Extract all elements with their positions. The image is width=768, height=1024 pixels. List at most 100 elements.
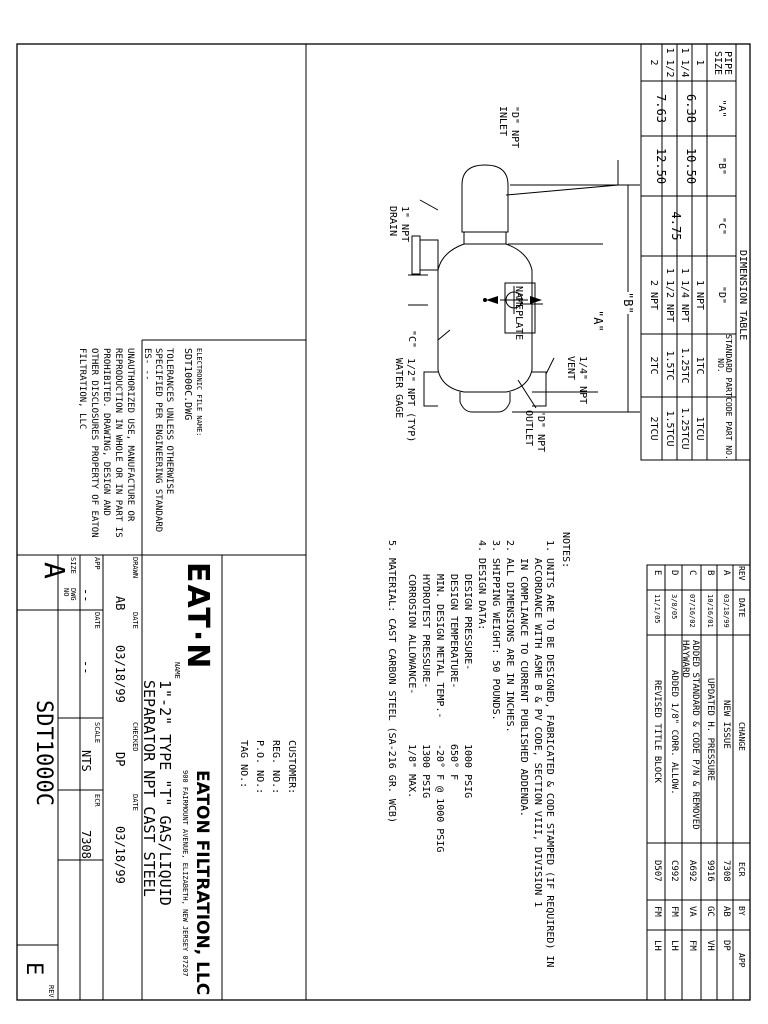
note-2: 2. ALL DIMENSIONS ARE IN INCHES. <box>504 540 515 733</box>
dd-value-5: 1/8" MAX. <box>406 744 417 799</box>
date-label-2: DATE <box>131 794 139 811</box>
rev-b-change: UPDATED H. PRESSURE <box>705 678 715 781</box>
customer-label: CUSTOMER: <box>286 740 297 795</box>
std-row3: 1.5TC <box>664 350 675 381</box>
rev-a-by: AB <box>721 906 731 917</box>
rev-header-ecr: ECR <box>737 862 746 877</box>
rev-c-ecr: A692 <box>687 860 697 882</box>
header-c: "C" <box>716 216 727 236</box>
rev-header-rev: REV <box>737 566 746 581</box>
rev-d-app: LH <box>669 940 679 951</box>
rev-d-by: FM <box>669 906 679 917</box>
rev-e: E <box>652 570 662 576</box>
rev-b: B <box>705 570 715 576</box>
dd-label-5: CORROSION ALLOWANCE- <box>406 574 417 695</box>
file-label: ELECTRONIC FILE NAME: <box>195 348 203 437</box>
dd-label-1: DESIGN PRESSURE- <box>462 574 473 671</box>
rev-c: C <box>687 570 697 576</box>
po-label: P.O. NO.: <box>254 740 265 795</box>
note-1c: IN COMPLIANCE TO CURRENT PUBLISHED ADDEN… <box>518 540 529 817</box>
d-row2: 1 1/4 NPT <box>679 267 690 323</box>
label-inlet: "D" NPT INLET <box>497 106 520 149</box>
tolerance-note: TOLERANCES UNLESS OTHERWISE SPECIFIED PE… <box>142 348 174 533</box>
header-d: "D" <box>716 285 727 305</box>
rev-d-change: ADDED 1/8" CORR. ALLOW. <box>669 670 679 795</box>
b-row1: 10.50 <box>684 147 698 185</box>
std-row2: 1.25TC <box>679 347 690 384</box>
header-pipe-size: PIPE SIZE <box>712 50 733 76</box>
drawing-name-2: SEPARATOR NPT CAST STEEL <box>140 680 158 897</box>
label-outlet: "D" NPT OUTLET <box>523 410 546 453</box>
label-water-gage: 1/2" NPT (TYP) WATER GAGE <box>393 358 416 443</box>
dd-label-3: MIN. DESIGN METAL TEMP.- <box>434 574 445 719</box>
a-row1: 6.38 <box>684 94 698 123</box>
rev-c-by: VA <box>687 906 697 917</box>
proprietary-notice: UNAUTHORIZED USE, MANUFACTURE OR REPRODU… <box>77 348 135 538</box>
rev-a-app: DP <box>721 940 731 951</box>
date-label-1: DATE <box>131 612 139 629</box>
checked-label: CHECKED <box>131 722 139 752</box>
drawing-name-1: 1"-2" TYPE "T" GAS/LIQUID <box>156 680 174 906</box>
rev-a-change: NEW ISSUE <box>721 700 731 749</box>
rev-e-by: FM <box>652 906 662 917</box>
scale-label: SCALE <box>93 722 101 744</box>
header-b: "B" <box>716 156 727 176</box>
rev-d: D <box>669 570 679 576</box>
header-standard-part: STANDARD PART NO. <box>716 334 733 397</box>
rev-label: REV <box>47 985 55 998</box>
a-row3: 7.63 <box>654 94 668 123</box>
rev-e-date: 11/1/05 <box>653 594 661 624</box>
drawn-date: 03/18/99 <box>113 645 127 703</box>
label-vent: 1/4" NPT VENT <box>565 356 588 405</box>
rev-b-by: GC <box>705 906 715 917</box>
rev-c-change: ADDED STANDARD & CODE P/N & REMOVED HAYW… <box>680 640 700 830</box>
notes-title: NOTES: <box>560 532 571 569</box>
rev-c-date: 07/16/02 <box>688 594 696 628</box>
drawn-value: AB <box>113 596 127 611</box>
rev-e-app: LH <box>652 940 662 951</box>
code-row1: 1TCU <box>694 416 705 441</box>
std-row4: 2TC <box>648 356 659 375</box>
note-3: 3. SHIPPING WEIGHT: 50 POUNDS. <box>490 540 501 721</box>
note-1b: ACCORDANCE WITH ASME B & PV CODE, SECTIO… <box>532 540 543 908</box>
rev-e-ecr: D507 <box>652 860 662 882</box>
rev-d-ecr: C992 <box>669 860 679 882</box>
code-row3: 1.5TCU <box>664 410 675 447</box>
rev-c-app: FM <box>687 940 697 951</box>
ecr-value: 7308 <box>79 830 93 859</box>
header-code-part: CODE PART NO. <box>724 397 733 460</box>
label-nameplate: NAMEPLATE <box>513 286 524 341</box>
note-5: 5. MATERIAL: CAST CARBON STEEL (SA-216 G… <box>386 540 397 823</box>
app-value: -- <box>79 588 93 603</box>
label-drain: 1" NPT DRAIN <box>387 206 410 243</box>
date-label-3: DATE <box>93 612 101 629</box>
rev-b-ecr: 9916 <box>705 860 715 882</box>
rev-b-date: 10/16/01 <box>706 594 714 628</box>
rev-a-ecr: 7308 <box>721 860 731 882</box>
checked-value: DP <box>113 752 127 767</box>
company-name: EATON FILTRATION, LLC <box>192 770 212 996</box>
reg-label: REG. NO.: <box>270 740 281 795</box>
code-row4: 2TCU <box>648 416 659 441</box>
dd-label-4: HYDROTEST PRESSURE- <box>420 574 431 689</box>
note-4: 4. DESIGN DATA: <box>476 540 487 631</box>
rev-a: A <box>721 570 731 576</box>
company-address: 900 FAIRMOUNT AVENUE, ELIZABETH, NEW JER… <box>181 770 189 977</box>
app-date: -- <box>79 660 93 675</box>
std-row1: 1TC <box>694 356 705 375</box>
rev-header-date: DATE <box>737 598 746 618</box>
note-1: 1. UNITS ARE TO BE DESIGNED, FABRICATED … <box>544 540 555 968</box>
rev-b-app: VH <box>705 940 715 951</box>
size-value: A <box>38 562 71 579</box>
name-label: NAME <box>173 662 181 679</box>
rev-header-by: BY <box>737 906 746 916</box>
dwg-label: DWG NO <box>62 588 77 601</box>
pipe-1: 1 <box>694 59 705 66</box>
header-a: "A" <box>716 99 727 118</box>
scale-value: NTS <box>79 750 93 772</box>
d-row4: 2 NPT <box>648 279 659 311</box>
rev-d-date: 3/8/05 <box>670 594 678 620</box>
dim-c: "C" <box>406 330 417 349</box>
dd-value-2: 650° F <box>448 744 459 781</box>
